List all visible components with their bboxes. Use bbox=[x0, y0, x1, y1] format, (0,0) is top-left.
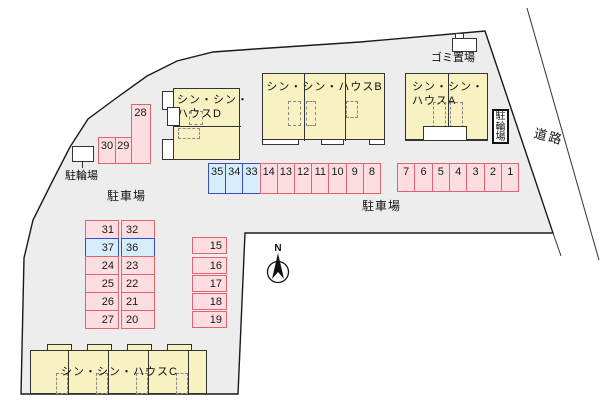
parking-space-3: 3 bbox=[466, 163, 485, 192]
parking-space-29: 29 bbox=[114, 137, 132, 164]
car-parking-middle-label: 駐車場 bbox=[362, 199, 402, 213]
car-parking-left-label: 駐車場 bbox=[107, 189, 147, 203]
parking-space-12: 12 bbox=[294, 163, 313, 194]
parking-space-26: 26 bbox=[85, 292, 119, 311]
building-c-divider-1 bbox=[68, 351, 69, 395]
building-a-label-line2: ハウスA bbox=[412, 95, 457, 107]
parking-space-22: 22 bbox=[121, 274, 155, 293]
building-a-closet-1 bbox=[433, 102, 446, 128]
building-c-divider-4 bbox=[188, 351, 189, 395]
parking-space-31: 31 bbox=[85, 220, 119, 239]
parking-space-18: 18 bbox=[192, 293, 227, 310]
parking-space-17: 17 bbox=[192, 275, 227, 292]
building-c-closet-3 bbox=[136, 373, 148, 394]
building-d-label-line1: シン・シン・ bbox=[177, 94, 249, 106]
building-b-label: シン・シン・ハウスB bbox=[266, 81, 383, 93]
parking-space-1: 1 bbox=[501, 163, 520, 192]
building-d-entry-notch bbox=[167, 107, 180, 126]
parking-space-11: 11 bbox=[311, 163, 330, 194]
garbage-area-label: ゴミ置場 bbox=[431, 52, 475, 64]
building-a-closet-2 bbox=[450, 102, 463, 128]
building-a-entry-notch bbox=[423, 126, 467, 141]
parking-space-20: 20 bbox=[121, 310, 155, 329]
building-d-divider bbox=[174, 126, 241, 127]
parking-space-4: 4 bbox=[449, 163, 468, 192]
building-d: シン・シン・ ハウスD bbox=[173, 88, 248, 160]
parking-space-27: 27 bbox=[85, 310, 119, 329]
building-c-closet-1 bbox=[56, 373, 68, 394]
building-b: シン・シン・ハウスB bbox=[262, 73, 385, 141]
parking-space-19: 19 bbox=[192, 311, 227, 328]
parking-space-15: 15 bbox=[192, 237, 227, 254]
parking-space-5: 5 bbox=[431, 163, 451, 192]
building-c-closet-2 bbox=[96, 373, 108, 394]
parking-space-32: 32 bbox=[121, 220, 155, 239]
parking-space-37: 37 bbox=[85, 238, 119, 257]
building-d-closet-2 bbox=[178, 128, 200, 139]
parking-space-10: 10 bbox=[328, 163, 347, 194]
bicycle-parking-left-label: 駐輪場 bbox=[65, 170, 98, 182]
parking-space-23: 23 bbox=[121, 256, 155, 275]
parking-space-34: 34 bbox=[225, 163, 244, 194]
parking-space-35: 35 bbox=[208, 163, 227, 194]
building-b-divider-1 bbox=[304, 74, 305, 141]
building-c-label: シン・シン・ハウスC bbox=[61, 366, 178, 378]
building-c-closet-4 bbox=[176, 373, 188, 394]
road-outer-line bbox=[526, 7, 600, 261]
parking-space-24: 24 bbox=[85, 256, 119, 275]
parking-space-28: 28 bbox=[130, 104, 151, 164]
parking-space-9: 9 bbox=[345, 163, 364, 194]
parking-space-25: 25 bbox=[85, 274, 119, 293]
building-b-closet-3 bbox=[346, 101, 358, 118]
parking-space-6: 6 bbox=[414, 163, 433, 192]
boundary-tail-line bbox=[552, 232, 562, 257]
parking-space-7: 7 bbox=[397, 163, 416, 192]
bicycle-parking-left-tick bbox=[82, 162, 83, 168]
building-b-closet-1 bbox=[288, 101, 301, 126]
parking-space-13: 13 bbox=[276, 163, 295, 194]
building-c: シン・シン・ハウスC bbox=[30, 350, 207, 395]
building-c-divider-2 bbox=[108, 351, 109, 395]
building-b-divider-2 bbox=[345, 74, 346, 141]
parking-space-36: 36 bbox=[121, 238, 155, 257]
bicycle-parking-right-label: 駐輪場 bbox=[495, 111, 506, 143]
bicycle-parking-left-icon bbox=[72, 146, 94, 162]
parking-space-14: 14 bbox=[259, 163, 278, 194]
parking-space-21: 21 bbox=[121, 292, 155, 311]
building-d-label-line2: ハウスD bbox=[177, 108, 222, 120]
bicycle-parking-right-box: 駐輪場 bbox=[492, 109, 509, 144]
parking-space-30: 30 bbox=[98, 137, 116, 164]
garbage-icon-box bbox=[452, 38, 477, 52]
north-label: N bbox=[274, 243, 281, 254]
north-compass: N bbox=[266, 243, 290, 284]
parking-space-16: 16 bbox=[192, 257, 227, 274]
building-c-divider-3 bbox=[148, 351, 149, 395]
building-a-divider bbox=[448, 74, 449, 141]
building-d-closet-1 bbox=[189, 111, 203, 125]
parking-space-33: 33 bbox=[242, 163, 261, 194]
parking-space-2: 2 bbox=[483, 163, 503, 192]
parking-space-8: 8 bbox=[362, 163, 381, 194]
building-a-label-line1: シン・シン・ bbox=[412, 78, 484, 94]
building-b-closet-2 bbox=[306, 101, 316, 126]
